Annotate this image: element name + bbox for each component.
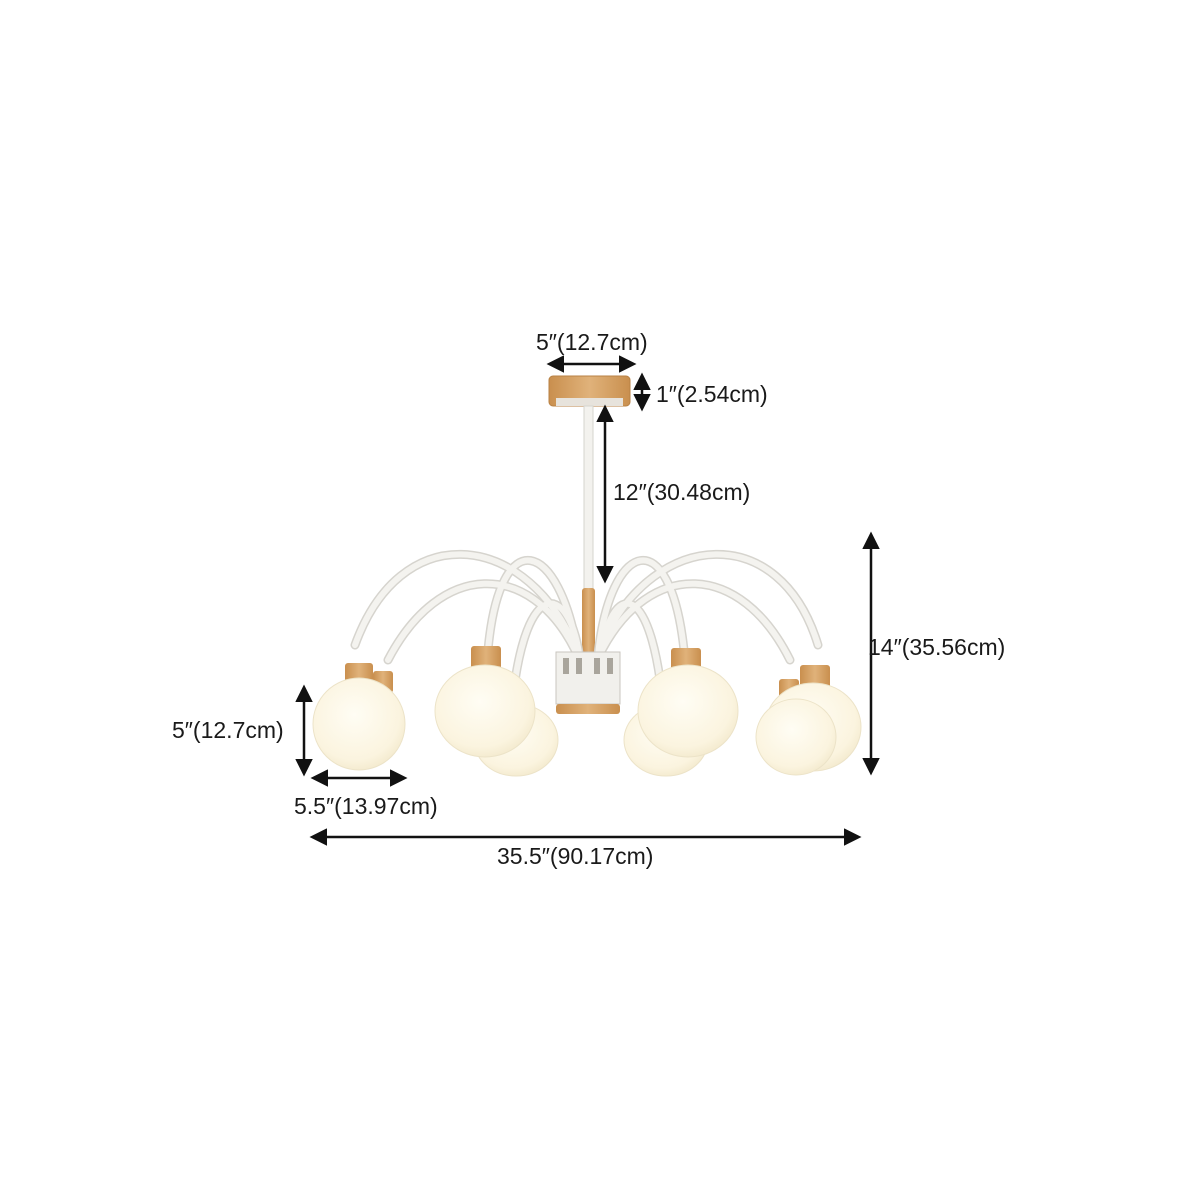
canopy-width-label: 5″(12.7cm) xyxy=(536,329,648,355)
canopy-height-label: 1″(2.54cm) xyxy=(656,381,768,407)
rod-length-label: 12″(30.48cm) xyxy=(613,479,751,505)
central-hub xyxy=(555,651,621,714)
dimension-arrows xyxy=(295,355,880,846)
down-rod xyxy=(582,405,595,656)
light-shades-front xyxy=(312,646,862,776)
overall-height-label: 14″(35.56cm) xyxy=(868,634,1006,660)
ceiling-canopy xyxy=(548,375,631,407)
overall-width-label: 35.5″(90.17cm) xyxy=(497,843,654,869)
chandelier-arms xyxy=(350,549,823,735)
shade-height-label: 5″(12.7cm) xyxy=(172,717,284,743)
shade-width-label: 5.5″(13.97cm) xyxy=(294,793,438,819)
